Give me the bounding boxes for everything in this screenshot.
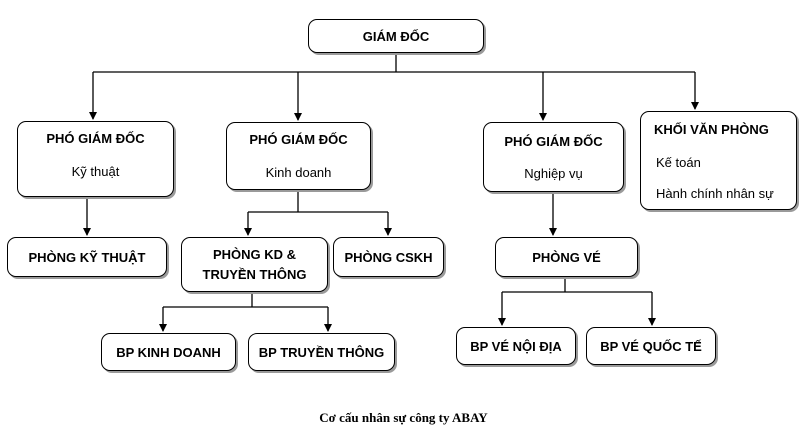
domestic-ticket-unit-label: BP VÉ NỘI ĐỊA [470,338,562,354]
international-ticket-unit-label: BP VÉ QUỐC TẾ [600,338,702,354]
deputy-operations-box: PHÓ GIÁM ĐỐC Nghiệp vụ [483,122,624,192]
customer-care-department-label: PHÒNG CSKH [344,249,433,265]
sales-media-department-line2: TRUYỀN THÔNG [202,266,307,282]
deputy-business-box: PHÓ GIÁM ĐỐC Kinh doanh [226,122,371,190]
media-unit-label: BP TRUYỀN THÔNG [258,344,385,360]
deputy-business-title: PHÓ GIÁM ĐỐC [249,132,348,147]
customer-care-department-box: PHÒNG CSKH [333,237,444,277]
office-block-item-hr: Hành chính nhân sự [656,186,774,201]
deputy-technical-area: Kỹ thuật [71,164,120,179]
deputy-operations-title: PHÓ GIÁM ĐỐC [504,134,603,149]
deputy-operations-area: Nghiệp vụ [524,166,583,181]
director-title: GIÁM ĐỐC [362,28,430,44]
diagram-caption: Cơ cấu nhân sự công ty ABAY [319,410,488,425]
international-ticket-unit-box: BP VÉ QUỐC TẾ [586,327,716,365]
technical-department-label: PHÒNG KỸ THUẬT [28,249,146,265]
sales-media-department-box: PHÒNG KD & TRUYỀN THÔNG [181,237,328,292]
ticket-department-box: PHÒNG VÉ [495,237,638,277]
office-block-item-accounting: Kế toán [656,155,701,170]
deputy-business-area: Kinh doanh [265,165,332,180]
sales-unit-label: BP KINH DOANH [116,344,221,360]
deputy-technical-title: PHÓ GIÁM ĐỐC [46,131,145,146]
office-block-title: KHỐI VĂN PHÒNG [654,122,769,137]
technical-department-box: PHÒNG KỸ THUẬT [7,237,167,277]
sales-unit-box: BP KINH DOANH [101,333,236,371]
deputy-technical-box: PHÓ GIÁM ĐỐC Kỹ thuật [17,121,174,197]
domestic-ticket-unit-box: BP VÉ NỘI ĐỊA [456,327,576,365]
office-block-box: KHỐI VĂN PHÒNG Kế toán Hành chính nhân s… [640,111,797,210]
director-box: GIÁM ĐỐC [308,19,484,53]
sales-media-department-line1: PHÒNG KD & [212,246,297,262]
media-unit-box: BP TRUYỀN THÔNG [248,333,395,371]
ticket-department-label: PHÒNG VÉ [532,249,601,265]
